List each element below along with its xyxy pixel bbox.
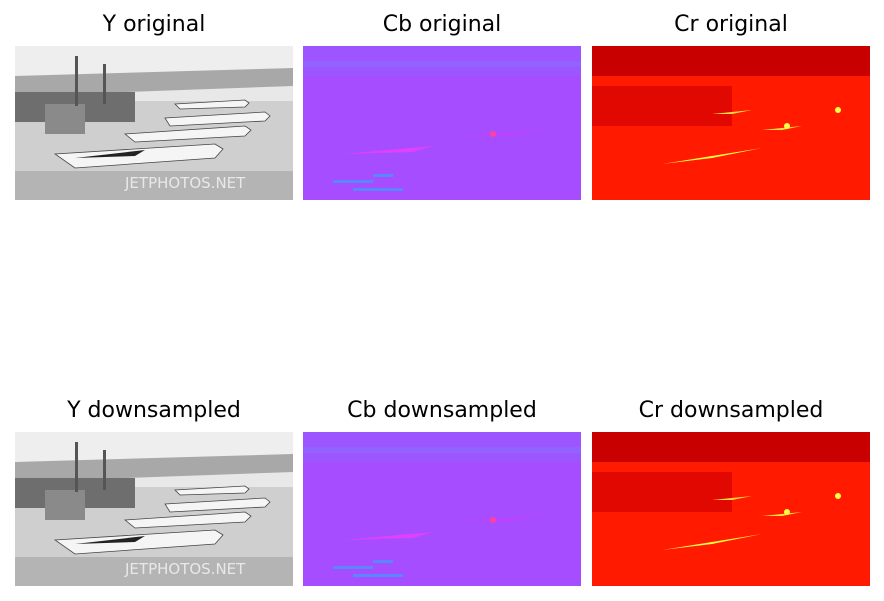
y-downsampled-image: JETPHOTOS.NET — [15, 432, 293, 586]
panel-title-cr-original: Cr original — [674, 12, 788, 37]
cr-original-image — [592, 46, 870, 200]
watermark-text: JETPHOTOS.NET — [124, 560, 246, 578]
panel-title-cb-downsampled: Cb downsampled — [347, 398, 537, 423]
cr-downsampled-image — [592, 432, 870, 586]
panel-title-cb-original: Cb original — [382, 12, 502, 37]
cb-original-image — [303, 46, 581, 200]
cb-downsampled-image — [303, 432, 581, 586]
y-original-image: JETPHOTOS.NET — [15, 46, 293, 200]
panel-title-y-original: Y original — [102, 12, 206, 37]
panel-title-y-downsampled: Y downsampled — [67, 398, 241, 423]
panel-title-cr-downsampled: Cr downsampled — [638, 398, 824, 423]
watermark-text: JETPHOTOS.NET — [124, 174, 246, 192]
